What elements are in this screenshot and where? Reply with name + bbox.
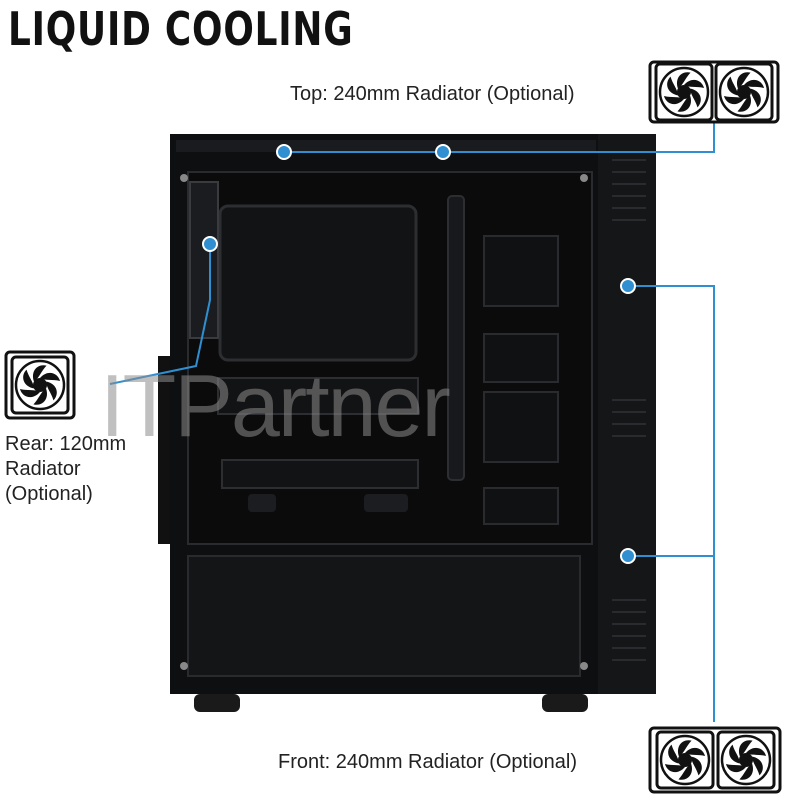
radiator-top-icon xyxy=(648,60,780,124)
callout-lines xyxy=(109,122,715,722)
callout-dots xyxy=(202,144,636,564)
top-radiator-label: Top: 240mm Radiator (Optional) xyxy=(290,83,575,105)
rear-label-line-3: (Optional) xyxy=(5,483,93,505)
page-title: LIQUID COOLING xyxy=(8,2,354,56)
rear-radiator-label: Rear: 120mm Radiator (Optional) xyxy=(5,432,126,507)
rear-label-line-1: Rear: 120mm xyxy=(5,433,127,455)
rear-label-line-2: Radiator xyxy=(5,458,81,480)
front-radiator-label: Front: 240mm Radiator (Optional) xyxy=(278,751,578,773)
case-body xyxy=(158,134,656,712)
radiator-front-icon xyxy=(648,726,782,794)
radiator-rear-icon xyxy=(4,350,76,420)
